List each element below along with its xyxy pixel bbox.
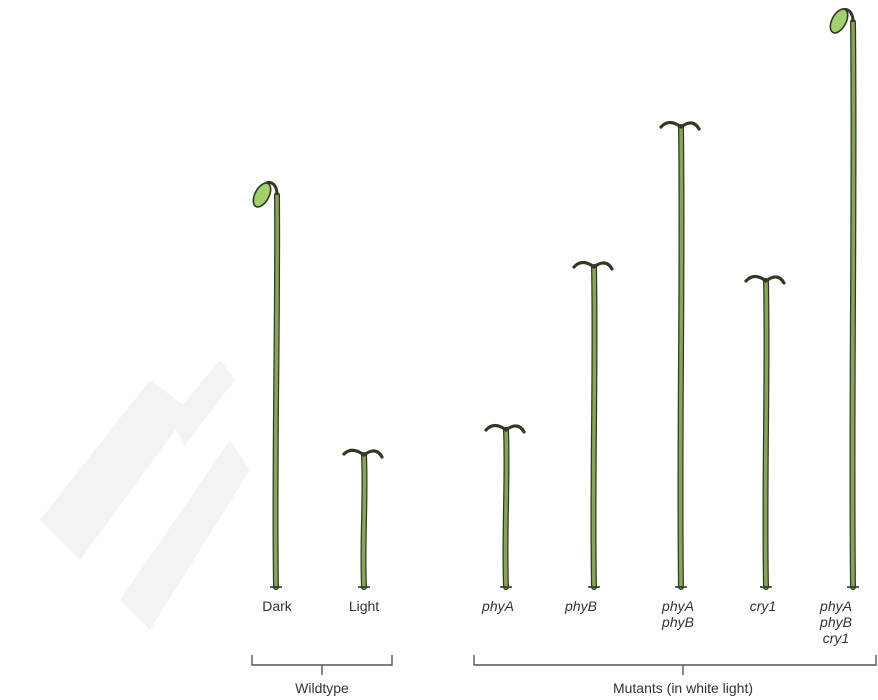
wildtype-group-label: Wildtype — [295, 680, 349, 696]
label-phyA: phyA — [458, 598, 538, 614]
label-phyA-phyB-cry1-line-1: phyA — [820, 598, 852, 614]
mutants-bracket — [473, 655, 877, 675]
label-phyB: phyB — [541, 598, 621, 614]
label-phyA-phyB: phyA phyB — [638, 598, 718, 630]
seedling-cry1 — [744, 274, 786, 590]
label-cry1-line-1: cry1 — [749, 598, 777, 614]
label-phyA-phyB-cry1: phyA phyB cry1 — [796, 598, 876, 646]
seedling-phyA-phyB — [659, 120, 701, 590]
watermark — [40, 360, 250, 630]
label-dark-line-1: Dark — [262, 598, 292, 614]
mutants-group-label: Mutants (in white light) — [612, 680, 754, 696]
label-phyA-phyB-line-2: phyB — [662, 614, 694, 630]
label-phyA-phyB-line-1: phyA — [662, 598, 694, 614]
label-phyA-phyB-cry1-line-3: cry1 — [822, 630, 850, 646]
seedling-phyB — [572, 260, 614, 590]
label-cry1: cry1 — [723, 598, 803, 614]
seedling-dark — [252, 181, 282, 590]
seedling-phyA-phyB-cry1 — [829, 8, 859, 590]
seedling-light — [342, 448, 384, 590]
label-dark: Dark — [237, 598, 317, 614]
label-light: Light — [324, 598, 404, 614]
seedling-phyA — [484, 423, 526, 590]
label-phyA-phyB-cry1-line-2: phyB — [820, 614, 852, 630]
label-phyA-line-1: phyA — [482, 598, 514, 614]
wildtype-bracket — [251, 655, 393, 675]
label-light-line-1: Light — [348, 598, 380, 614]
label-phyB-line-1: phyB — [565, 598, 597, 614]
